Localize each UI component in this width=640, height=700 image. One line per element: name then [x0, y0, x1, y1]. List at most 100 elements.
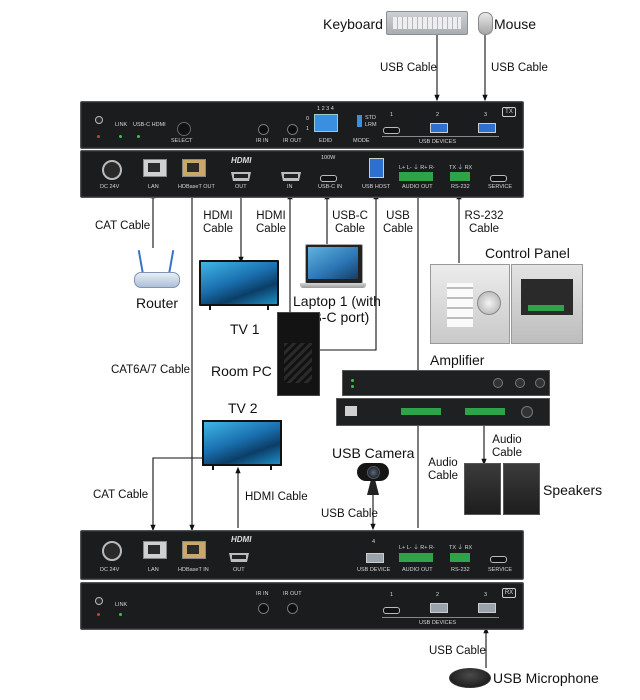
hdmi-tv1-label: HDMI Cable	[202, 210, 234, 235]
tx-dc-port	[102, 160, 122, 180]
rx-usb-device-port	[366, 553, 384, 563]
tx-rear-panel: DC 24V LAN HDBaseT OUT HDMI OUT IN 100W …	[80, 150, 524, 198]
speaker-left-icon	[464, 463, 501, 515]
mouse-cable-label: USB Cable	[491, 62, 548, 74]
speaker-right-icon	[503, 463, 540, 515]
speakers-label: Speakers	[543, 482, 603, 498]
rx-service-port	[490, 556, 507, 563]
usb-microphone-label: USB Microphone	[493, 670, 599, 686]
cat6a-label: CAT6A/7 Cable	[111, 364, 191, 376]
tx-link-led	[119, 135, 122, 138]
tx-power-led	[97, 135, 100, 138]
tx-dip-off: 1	[306, 126, 310, 132]
tx-usb-host-port	[369, 158, 384, 178]
rx-rear-panel: HDMI DC 24V LAN HDBaseT IN OUT 4 USB DEV…	[80, 530, 524, 580]
rx-dc-port	[102, 541, 122, 561]
rx-hdbaset-in-port	[182, 541, 206, 559]
rs232-label: RS-232 Cable	[464, 210, 504, 235]
rx-usb-num: 4	[372, 539, 376, 545]
tx-hdmi-in-port	[281, 172, 301, 181]
rx-usb1-num: 1	[390, 592, 394, 598]
tx-hdmi-out-port	[231, 172, 251, 181]
tx-hdmi-logo: HDMI	[231, 156, 252, 165]
usb-mic-label: USB Cable	[429, 645, 486, 657]
audio-speakers-label: Audio Cable	[491, 434, 523, 459]
tx-usb-devices-label: USB DEVICES	[419, 139, 456, 145]
rx-hdmi-logo: HDMI	[231, 535, 252, 544]
tv1-label: TV 1	[230, 321, 260, 337]
tx-link-label: LINK	[115, 122, 128, 128]
tx-badge: TX	[502, 107, 516, 117]
amplifier-label: Amplifier	[430, 352, 485, 368]
rx-front-panel: RX LINK IR IN IR OUT 1 2 3 USB DEVICES	[80, 582, 524, 630]
rx-rs232-terminal	[450, 553, 470, 562]
tx-ir-out-label: IR OUT	[283, 138, 302, 144]
tx-mode-switch[interactable]	[357, 115, 362, 127]
control-panel-label: Control Panel	[485, 245, 570, 261]
usb-microphone-icon	[449, 668, 491, 688]
tv2-icon	[202, 420, 282, 470]
tx-in-label: IN	[287, 184, 293, 190]
tv2-label: TV 2	[228, 400, 258, 416]
tx-audio-out-label: AUDIO OUT	[402, 184, 433, 190]
tx-lan-port	[143, 159, 167, 177]
tx-edid-label: EDID	[319, 138, 333, 144]
tx-hdbaset-out-label: HDBaseT OUT	[178, 184, 215, 190]
audio-amp-label: Audio Cable	[427, 457, 459, 482]
hdmi-in-label: HDMI Cable	[255, 210, 287, 235]
rx-power-led	[97, 613, 100, 616]
tx-hdbaset-out-port	[182, 159, 206, 177]
rx-usb3-port	[478, 603, 496, 613]
usbc-label: USB-C Cable	[332, 210, 368, 235]
tx-dip-numbers: 1 2 3 4	[317, 106, 334, 112]
mouse-label: Mouse	[494, 16, 537, 32]
laptop-icon	[300, 244, 366, 290]
hdmi-tv2-label: HDMI Cable	[245, 491, 308, 503]
tx-mode-label: MODE	[353, 138, 370, 144]
tx-lrm-label: LRM	[365, 122, 377, 128]
tx-rs-pins: TX ⏚ RX	[449, 165, 473, 171]
tx-ir-out-jack	[287, 124, 298, 135]
tx-dc-label: DC 24V	[100, 184, 120, 190]
tx-edid-dip-switch[interactable]	[314, 114, 338, 132]
usb-camera-label: USB Camera	[332, 445, 415, 461]
tx-power-icon	[95, 116, 103, 124]
rx-hdmi-out-port	[229, 553, 249, 562]
tx-usb2-port	[430, 123, 448, 133]
tx-usb1-port	[383, 127, 400, 134]
usb-host-label: USB Cable	[382, 210, 414, 235]
rx-ir-in-label: IR IN	[256, 591, 269, 597]
keyboard-cable-label: USB Cable	[380, 62, 437, 74]
mouse-icon	[478, 12, 493, 35]
tx-usbc-in-port	[320, 175, 337, 182]
rx-lan-port	[143, 541, 167, 559]
usb-host-line	[318, 192, 379, 351]
tx-ir-in-label: IR IN	[256, 138, 269, 144]
room-pc-label: Room PC	[211, 363, 272, 379]
tx-ir-in-jack	[258, 124, 269, 135]
rx-usb-device-label: USB DEVICE	[357, 567, 391, 573]
tx-service-label: SERVICE	[488, 184, 513, 190]
tx-dip-on: 0	[306, 116, 310, 122]
rx-usb1-port	[383, 607, 400, 614]
rx-ir-out-jack	[287, 603, 298, 614]
tx-watt-label: 100W	[321, 155, 336, 161]
tv1-icon	[199, 260, 279, 310]
router-label: Router	[136, 295, 179, 311]
rx-rs-pins: TX ⏚ RX	[449, 545, 473, 551]
rx-service-label: SERVICE	[488, 567, 513, 573]
cat-router-label: CAT Cable	[95, 220, 151, 232]
keyboard-label: Keyboard	[323, 16, 383, 32]
tx-usb-host-label: USB HOST	[362, 184, 391, 190]
tx-usb3-num: 3	[484, 112, 488, 118]
tx-lan-label: LAN	[148, 184, 159, 190]
rx-out-label: OUT	[233, 567, 245, 573]
rx-audio-terminal	[399, 553, 433, 562]
rx-usb3-num: 3	[484, 592, 488, 598]
tx-select-button[interactable]	[177, 122, 191, 136]
tx-usbc-in-label: USB-C IN	[318, 184, 343, 190]
tx-usbc-hdmi-label: USB-C HDMI	[133, 122, 166, 128]
rx-link-label: LINK	[115, 602, 128, 608]
tx-select-label: SELECT	[171, 138, 193, 144]
